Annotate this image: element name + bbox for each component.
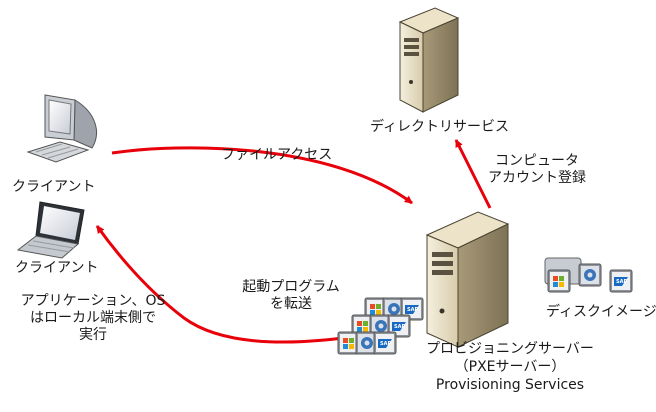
arrow-computer-account (454, 139, 492, 209)
boot-transfer-line1: 起動プログラム (242, 279, 340, 295)
disk-image-stack-icon (544, 257, 633, 293)
provisioning-server-line2: （PXEサーバー） (454, 359, 566, 375)
client-desktop-label: クライアント (12, 179, 96, 195)
desktop-computer-icon (26, 94, 97, 163)
local-exec-line1: アプリケーション、OS (20, 293, 166, 309)
directory-server-icon (398, 7, 460, 113)
boot-transfer-label: 起動プログラム を転送 (236, 279, 346, 313)
computer-account-label: コンピュータ アカウント登録 (487, 153, 587, 187)
laptop-computer-icon (16, 201, 85, 259)
client-laptop-label: クライアント (15, 260, 99, 276)
provisioning-server-line3: Provisioning Services (435, 377, 585, 393)
disk-image-label: ディスクイメージ (546, 304, 656, 320)
provisioning-server-label: プロビジョニングサーバー （PXEサーバー） Provisioning Serv… (400, 340, 620, 394)
provisioning-server-icon (425, 211, 510, 348)
arrow-file-access (111, 146, 413, 205)
provisioning-server-line1: プロビジョニングサーバー (426, 341, 594, 357)
file-access-label: ファイルアクセス (221, 147, 333, 163)
computer-account-line2: アカウント登録 (488, 170, 586, 186)
boot-transfer-line2: を転送 (270, 296, 312, 312)
directory-service-label: ディレクトリサービス (370, 119, 510, 135)
arrow-boot-transfer (95, 225, 366, 344)
local-exec-line2: はローカル端末側で (30, 310, 156, 326)
local-exec-line3: 実行 (79, 327, 107, 343)
computer-account-line1: コンピュータ (495, 153, 579, 169)
local-exec-note: アプリケーション、OS はローカル端末側で 実行 (18, 293, 168, 344)
